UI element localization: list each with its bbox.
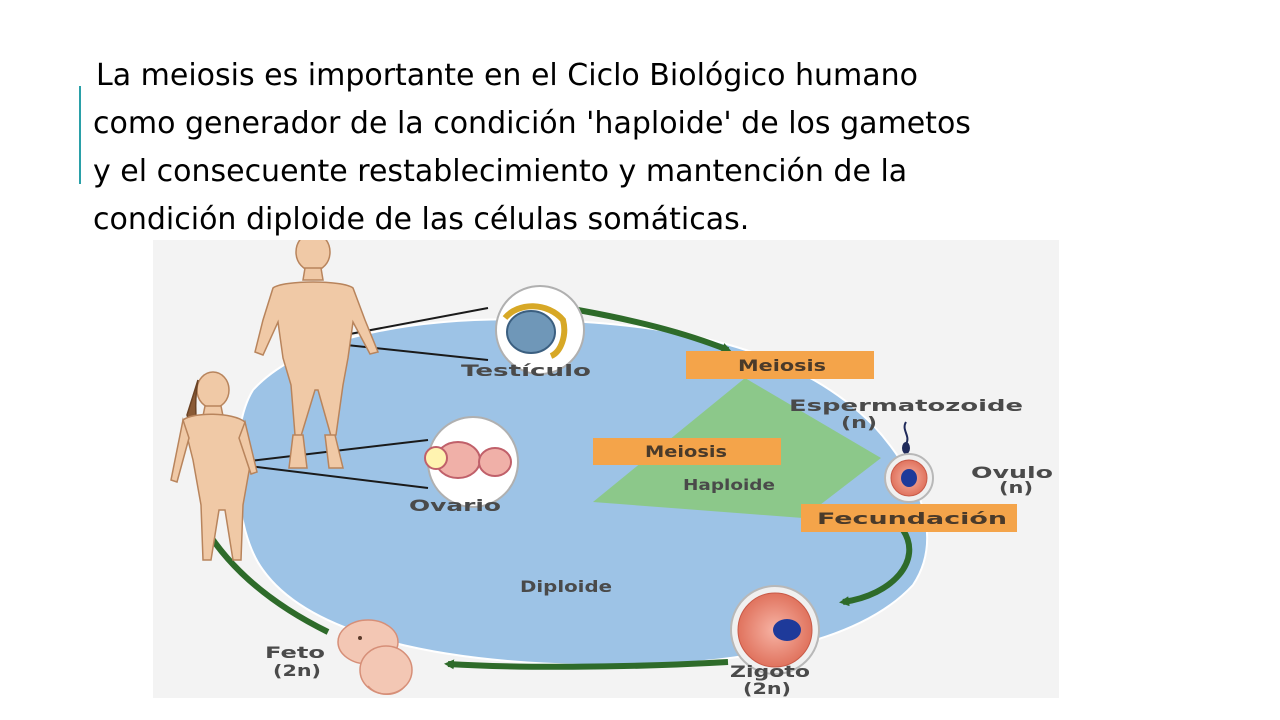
female-figure <box>170 371 258 561</box>
feto-2n-label: (2n) <box>273 661 321 680</box>
fecundacion-label: Fecundación <box>817 509 1007 528</box>
life-cycle-diagram: Testículo Ovario Meiosis Espermatozoide … <box>170 240 1053 698</box>
espermatozoide-n-label: (n) <box>841 413 877 432</box>
ovulo-label: Ovulo <box>971 463 1053 482</box>
paragraph-line: y el consecuente restablecimiento y mant… <box>93 154 908 189</box>
meiosis-mid-label: Meiosis <box>645 442 727 461</box>
feto-label: Feto <box>265 643 325 662</box>
ovario-label: Ovario <box>409 496 501 515</box>
espermatozoide-label: Espermatozoide <box>789 396 1023 415</box>
paragraph-line: condición diploide de las células somáti… <box>93 202 750 237</box>
diploide-label: Diploide <box>520 577 612 596</box>
zigoto-label: Zigoto <box>730 662 810 681</box>
male-figure <box>254 240 380 469</box>
slide-paragraph: La meiosis es importante en el Ciclo Bio… <box>93 52 1153 244</box>
paragraph-line: La meiosis es importante en el Ciclo Bio… <box>96 58 919 93</box>
cycle-arrow-bottom <box>444 659 729 670</box>
zigoto-2n-label: (2n) <box>743 679 791 698</box>
haploide-label: Haploide <box>683 476 775 494</box>
meiosis-box-top <box>686 351 874 379</box>
life-cycle-figure: Testículo Ovario Meiosis Espermatozoide … <box>153 240 1059 698</box>
fetus-figure <box>337 619 413 695</box>
meiosis-box-mid <box>593 438 781 465</box>
meiosis-top-label: Meiosis <box>738 356 826 375</box>
accent-bar <box>79 86 81 184</box>
cycle-arrow-right <box>839 528 913 607</box>
paragraph-line: como generador de la condición 'haploide… <box>93 106 971 141</box>
fecundacion-box <box>801 504 1017 532</box>
testiculo-label: Testículo <box>461 361 591 380</box>
cycle-arrow-top <box>577 307 732 353</box>
ovulo-n-label: (n) <box>999 478 1033 497</box>
cycle-arrow-left <box>202 524 330 635</box>
